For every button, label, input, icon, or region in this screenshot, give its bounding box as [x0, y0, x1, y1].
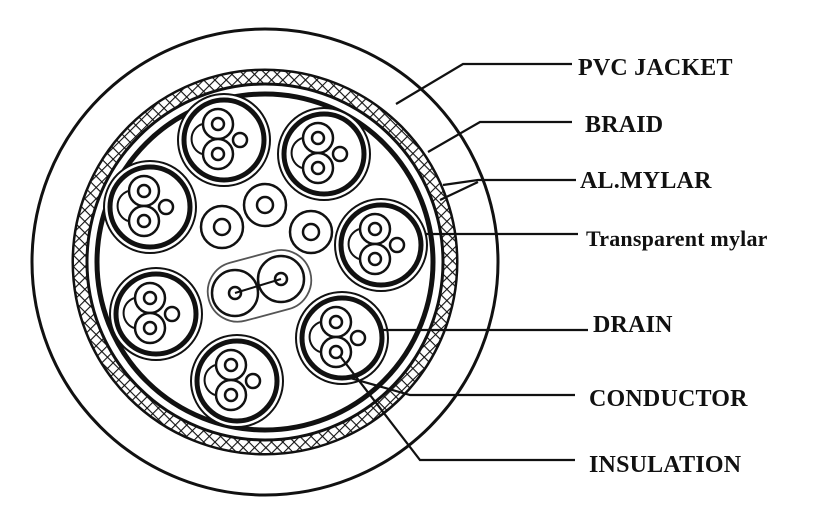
- label-braid: BRAID: [585, 112, 664, 138]
- leader-braid: [427, 120, 572, 153]
- label-pvc-jacket: PVC JACKET: [578, 55, 733, 81]
- leader-lines: [339, 62, 588, 462]
- leader-al-mylar: [442, 178, 576, 187]
- braid-shape: [71, 68, 459, 456]
- pair-unit-1: [178, 94, 270, 186]
- leader-conductor: [349, 376, 575, 397]
- pair-unit-2: [278, 108, 370, 200]
- leader-insulation: [339, 355, 575, 462]
- pair-unit-7: [191, 335, 283, 427]
- label-transparent-mylar: Transparent mylar: [586, 226, 768, 251]
- center-pair: [206, 249, 313, 323]
- label-drain: DRAIN: [593, 312, 673, 338]
- label-conductor: CONDUCTOR: [589, 386, 748, 412]
- pair-unit-3: [104, 161, 196, 253]
- pair-unit-5: [110, 268, 202, 360]
- label-al-mylar: AL.MYLAR: [580, 168, 712, 194]
- pair-unit-4: [335, 199, 427, 291]
- leader-pvc-jacket: [395, 62, 572, 105]
- label-insulation: INSULATION: [589, 452, 742, 478]
- pair-unit-6: [296, 292, 388, 384]
